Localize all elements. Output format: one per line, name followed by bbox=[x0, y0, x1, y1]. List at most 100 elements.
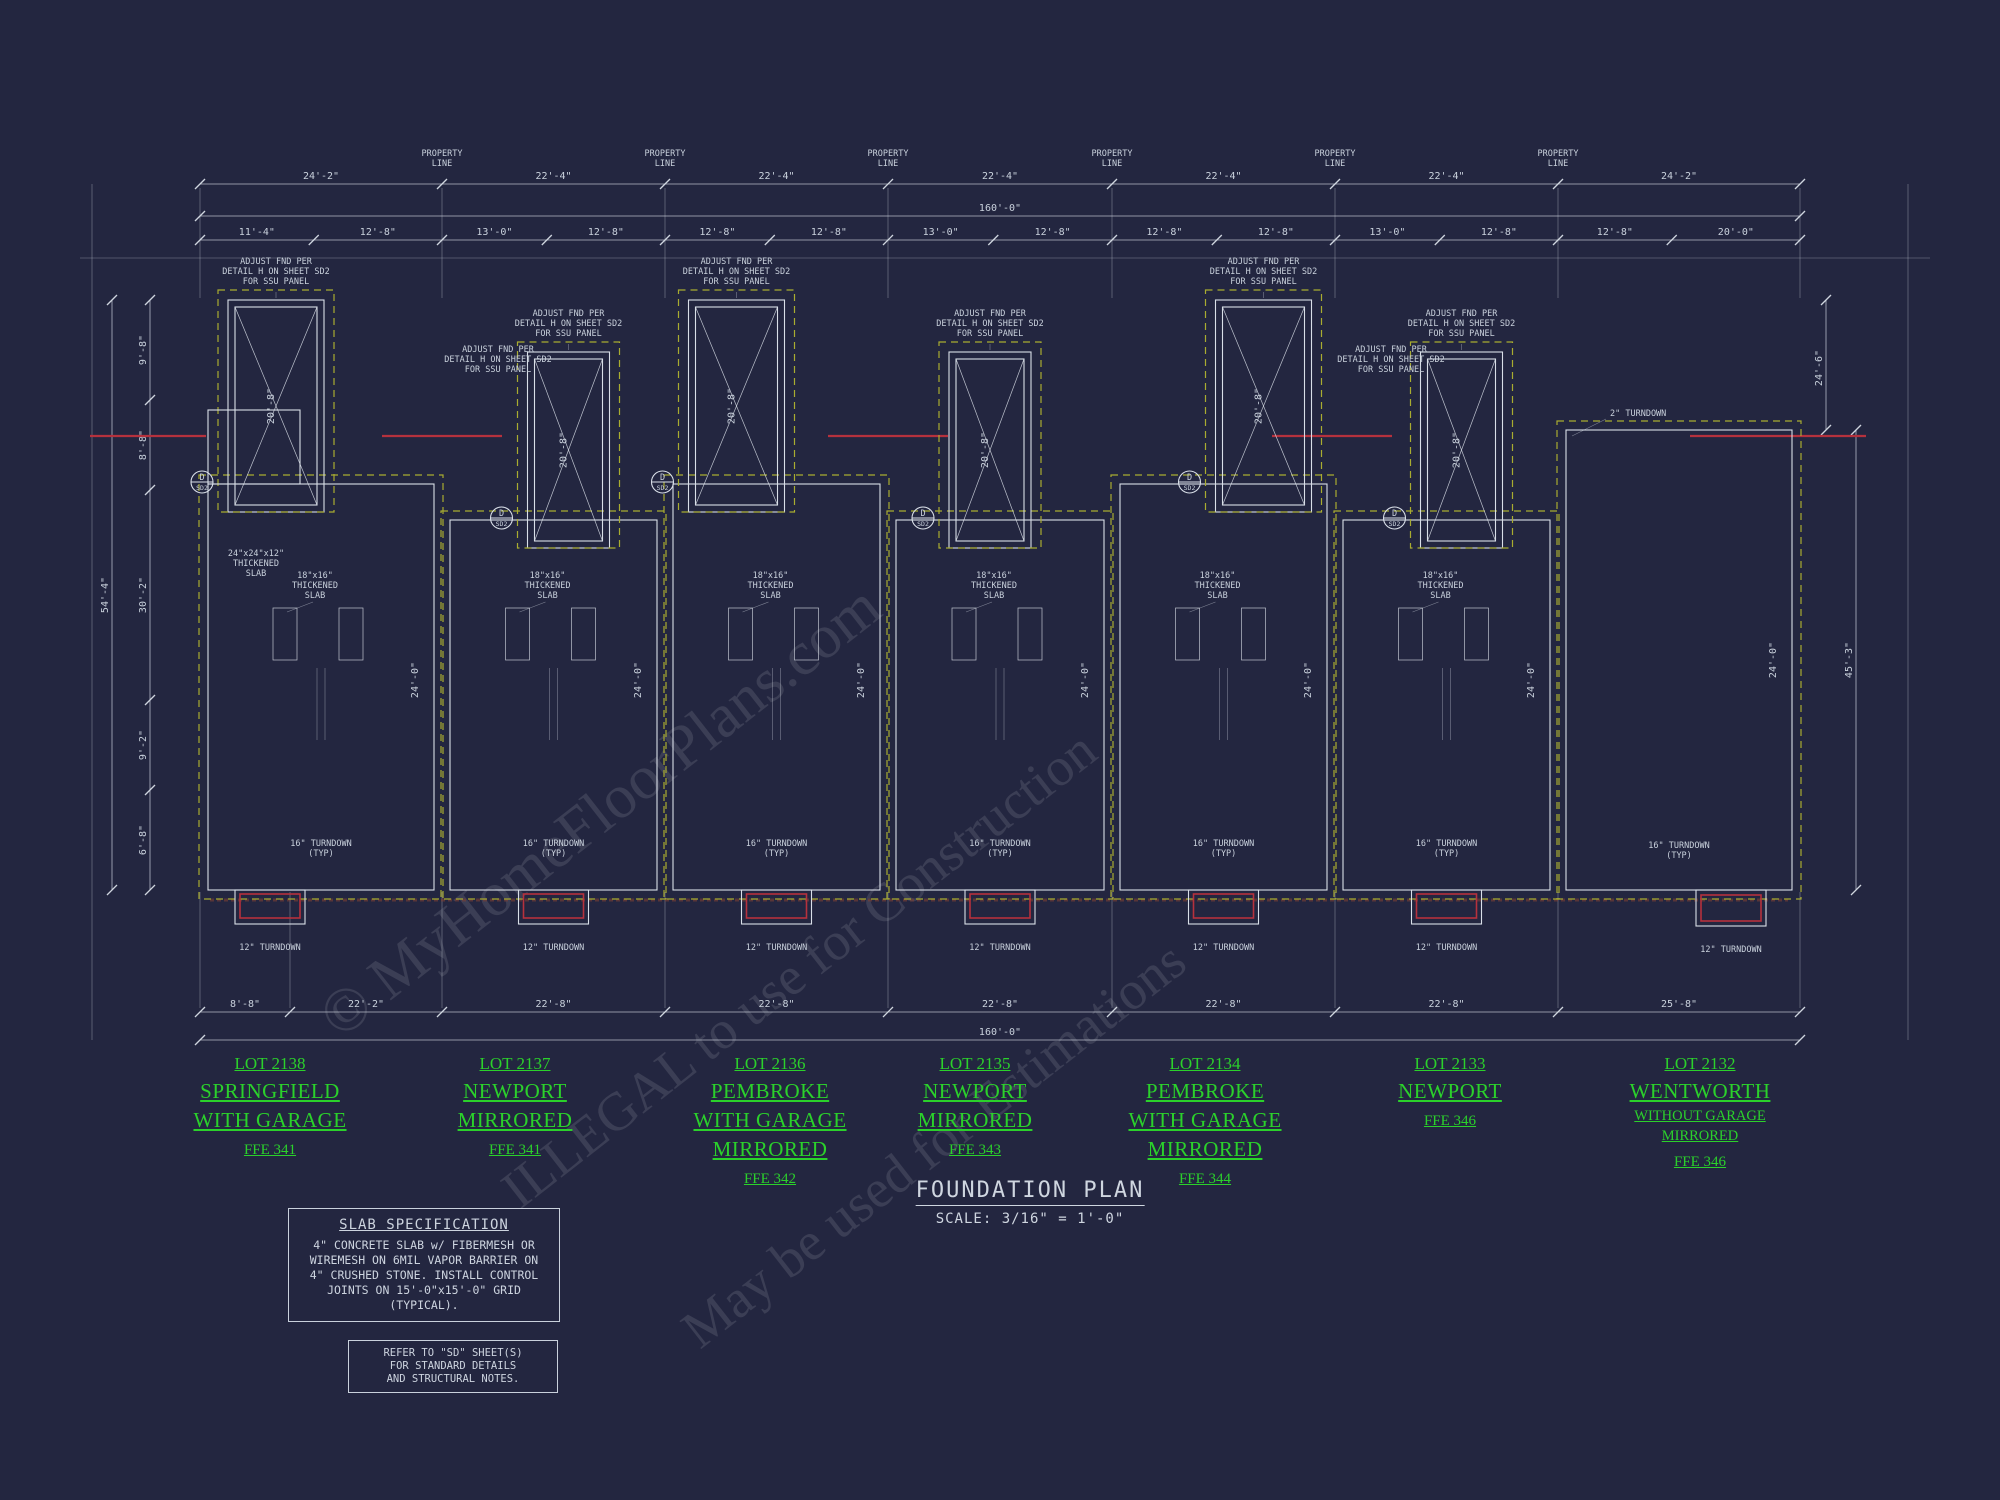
lot-plan-name: NEWPORT bbox=[923, 1079, 1027, 1103]
thickened-slab-pad bbox=[728, 607, 753, 661]
adjust-fnd-callout: FOR SSU PANEL bbox=[243, 277, 310, 287]
dim-tick bbox=[194, 210, 206, 222]
property-line-label: LINE bbox=[1548, 159, 1568, 169]
lot-plan-name: MIRRORED bbox=[712, 1137, 828, 1161]
dim-tick bbox=[1552, 1006, 1564, 1018]
slab-edge-dashed bbox=[1333, 510, 1560, 900]
dim-tick bbox=[144, 394, 156, 406]
lot-number: LOT 2136 bbox=[734, 1054, 806, 1073]
adjust-fnd-callout: DETAIL H ON SHEET SD2 bbox=[936, 319, 1043, 329]
adjust-fnd-callout: ADJUST FND PER bbox=[954, 309, 1027, 319]
porch-red bbox=[522, 893, 585, 919]
lot-plan-name: MIRRORED bbox=[457, 1108, 573, 1132]
dim-tick bbox=[659, 234, 671, 246]
slab-spec-line: 4" CRUSHED STONE. INSTALL CONTROL bbox=[309, 1268, 539, 1282]
porch-red bbox=[1415, 893, 1478, 919]
garage-x bbox=[1222, 306, 1305, 506]
dim-tick bbox=[144, 294, 156, 306]
turndown-16-callout: (TYP) bbox=[1666, 851, 1692, 861]
turndown-12-callout: 12" TURNDOWN bbox=[1416, 943, 1477, 953]
sub-dim: 13'-0" bbox=[476, 227, 512, 238]
thickened-slab-callout: SLAB bbox=[537, 591, 557, 601]
thickened-slab-callout: THICKENED bbox=[292, 581, 338, 591]
thickened-slab-pad bbox=[272, 607, 298, 661]
garage-slab-dashed bbox=[1409, 341, 1514, 549]
property-line-label: LINE bbox=[1102, 159, 1122, 169]
thickened-slab-callout: 18"x16" bbox=[976, 571, 1012, 581]
dim-tick bbox=[144, 484, 156, 496]
garage-slab-dashed bbox=[677, 289, 796, 513]
bay-width-dim: 22'-4" bbox=[982, 171, 1018, 182]
thickened-slab-callout: THICKENED bbox=[1194, 581, 1240, 591]
lot-number: LOT 2138 bbox=[234, 1054, 306, 1073]
turndown-12-callout: 12" TURNDOWN bbox=[746, 943, 807, 953]
dim-tick bbox=[987, 234, 999, 246]
dim-tick bbox=[541, 234, 553, 246]
porch-red bbox=[1700, 894, 1762, 922]
bottom-dim: 22'-8" bbox=[758, 999, 794, 1010]
dim-tick bbox=[882, 1006, 894, 1018]
dim-label: 9'-2" bbox=[138, 730, 149, 760]
dim-tick bbox=[106, 294, 118, 306]
garage-depth-dim: 20'-8" bbox=[980, 432, 991, 468]
lot-ffe: FFE 341 bbox=[488, 1142, 542, 1158]
thickened-slab-pad bbox=[1464, 607, 1489, 661]
adjust-fnd-callout: DETAIL H ON SHEET SD2 bbox=[1408, 319, 1515, 329]
porch-outline bbox=[964, 889, 1036, 925]
leader-line bbox=[519, 601, 546, 613]
dim-tick bbox=[1794, 1034, 1806, 1046]
garage-x bbox=[955, 358, 1025, 542]
sub-dim: 12'-8" bbox=[1597, 227, 1633, 238]
adjust-fnd-callout: DETAIL H ON SHEET SD2 bbox=[222, 267, 329, 277]
dim-label: 45'-3" bbox=[1844, 642, 1855, 678]
dim-tick bbox=[764, 234, 776, 246]
adjust-fnd-callout: FOR SSU PANEL bbox=[535, 329, 602, 339]
dim-label: 6'-8" bbox=[138, 825, 149, 855]
slab-edge-dashed bbox=[440, 510, 667, 900]
dim-label: 30'-2" bbox=[138, 577, 149, 613]
lot-plan-name: NEWPORT bbox=[1398, 1079, 1502, 1103]
bay-width-dim: 22'-4" bbox=[1205, 171, 1241, 182]
lot-number: LOT 2135 bbox=[939, 1054, 1011, 1073]
dim-tick bbox=[1329, 234, 1341, 246]
interior-dim: 24'-0" bbox=[1768, 642, 1779, 678]
dim-tick bbox=[1552, 178, 1564, 190]
garage-depth-dim: 20'-8" bbox=[559, 432, 570, 468]
detail-marker-letter: D bbox=[1187, 473, 1192, 483]
adjust-fnd-callout: ADJUST FND PER bbox=[1228, 257, 1301, 267]
thickened-slab-callout: SLAB bbox=[984, 591, 1004, 601]
turndown-16-callout: (TYP) bbox=[987, 849, 1013, 859]
porch-outline bbox=[1695, 889, 1767, 927]
adjust-fnd-callout: FOR SSU PANEL bbox=[465, 365, 532, 375]
lot-ffe: FFE 346 bbox=[1423, 1113, 1477, 1129]
interior-dim: 24'-0" bbox=[1526, 662, 1537, 698]
detail-marker-letter: D bbox=[660, 473, 665, 483]
garage-outline bbox=[948, 351, 1032, 549]
detail-marker-sheet: SD2 bbox=[657, 484, 669, 492]
unit-outline bbox=[207, 483, 435, 891]
reference-note-line: REFER TO "SD" SHEET(S) bbox=[383, 1347, 523, 1359]
dim-tick bbox=[106, 884, 118, 896]
leader-line bbox=[286, 601, 314, 613]
turndown-12-callout: 12" TURNDOWN bbox=[1193, 943, 1254, 953]
turndown-16-callout: 16" TURNDOWN bbox=[969, 839, 1030, 849]
thickened-slab-callout: SLAB bbox=[1207, 591, 1227, 601]
bay-width-dim: 22'-4" bbox=[758, 171, 794, 182]
garage-slab-dashed bbox=[217, 289, 335, 513]
adjust-fnd-callout: ADJUST FND PER bbox=[240, 257, 313, 267]
bottom-dim: 8'-8" bbox=[230, 999, 260, 1010]
turndown-16-callout: (TYP) bbox=[308, 849, 334, 859]
slab-spec-line: JOINTS ON 15'-0"x15'-0" GRID (TYPICAL). bbox=[327, 1283, 521, 1312]
slab-spec-line: 4" CONCRETE SLAB w/ FIBERMESH OR bbox=[313, 1238, 535, 1252]
bottom-dim: 22'-8" bbox=[982, 999, 1018, 1010]
detail-marker-letter: D bbox=[1392, 509, 1397, 519]
sub-dim: 12'-8" bbox=[699, 227, 735, 238]
interior-dim: 24'-0" bbox=[633, 662, 644, 698]
turndown-12-callout: 12" TURNDOWN bbox=[523, 943, 584, 953]
turndown-16-callout: 16" TURNDOWN bbox=[746, 839, 807, 849]
detail-marker-letter: D bbox=[199, 473, 204, 483]
unit-wing-outline bbox=[207, 409, 301, 485]
porch-red bbox=[1192, 893, 1255, 919]
